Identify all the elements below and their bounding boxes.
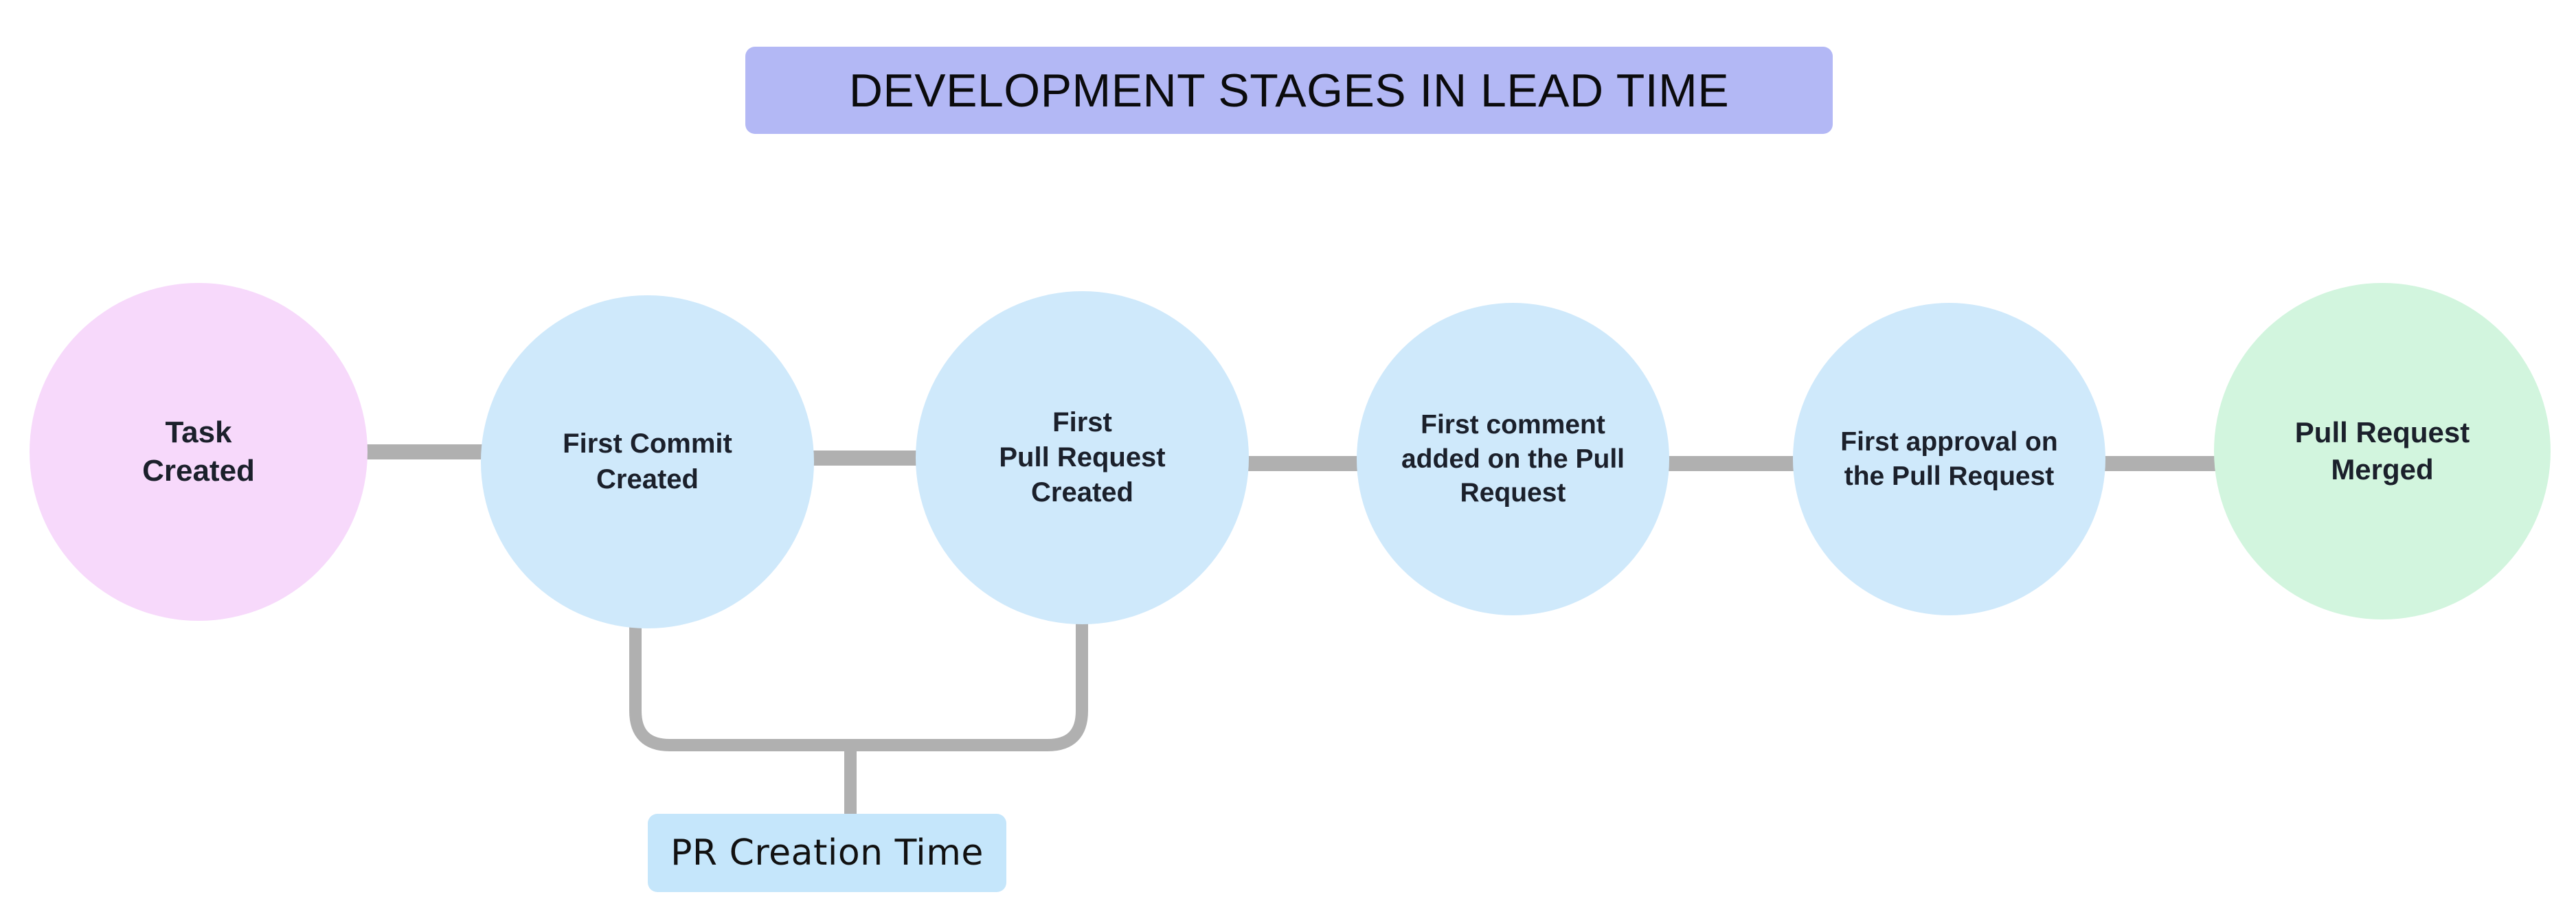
edge-first-approval-to-pull-request-merged [2088,456,2231,471]
node-task-created[interactable]: Task Created [30,283,368,621]
page-title: DEVELOPMENT STAGES IN LEAD TIME [848,64,1730,117]
annotation-pr-creation-time[interactable]: PR Creation Time [648,814,1006,892]
node-first-commit-label: First Commit Created [563,429,732,494]
node-first-comment-label: First comment added on the Pull Request [1401,409,1625,508]
edge-first-pull-request-to-first-comment [1232,456,1375,471]
node-pull-request-merged-label: Pull Request Merged [2294,416,2470,486]
node-first-approval-label: First approval on the Pull Request [1840,426,2058,491]
node-first-pull-request-label: First Pull Request Created [999,407,1166,508]
edge-first-comment-to-first-approval [1652,456,1810,471]
node-first-comment[interactable]: First comment added on the Pull Request [1357,303,1669,615]
node-first-commit[interactable]: First Commit Created [481,295,814,628]
edge-task-created-to-first-commit [350,444,498,459]
annotation-stem-pr-creation-time [844,745,857,815]
node-first-pull-request[interactable]: First Pull Request Created [916,291,1249,624]
edge-first-commit-to-first-pull-request [797,451,933,466]
annotation-bracket-pr-creation-time [629,622,1088,751]
node-pull-request-merged[interactable]: Pull Request Merged [2214,283,2551,619]
page-title-banner: DEVELOPMENT STAGES IN LEAD TIME [745,47,1833,134]
node-task-created-label: Task Created [142,415,255,488]
annotation-pr-creation-time-label: PR Creation Time [670,832,984,874]
node-first-approval[interactable]: First approval on the Pull Request [1793,303,2105,615]
